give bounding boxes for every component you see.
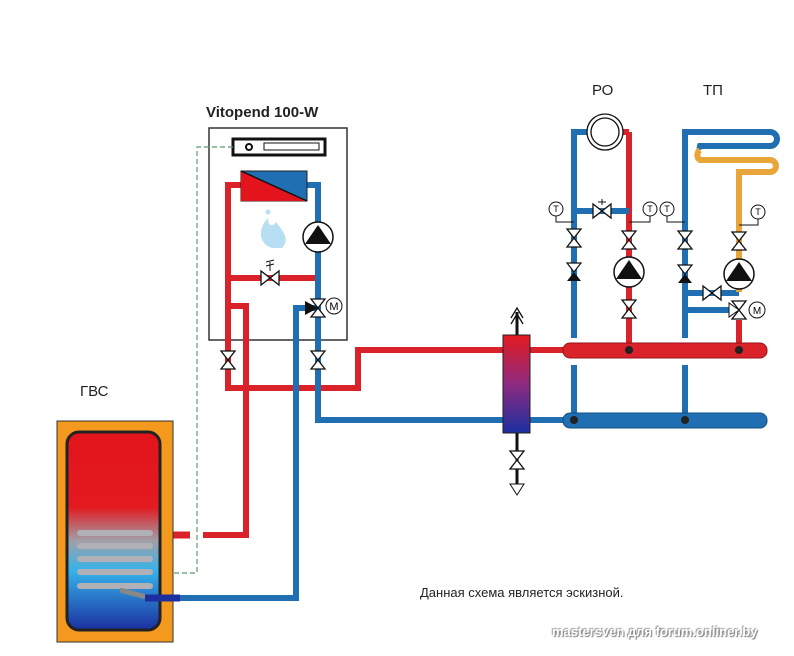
sketch-note: Данная схема является эскизной. xyxy=(420,585,624,600)
svg-text:T: T xyxy=(647,204,653,214)
balancing-valve-icon xyxy=(702,285,722,301)
drain-valve-icon xyxy=(509,450,525,470)
shutoff-valve-icon xyxy=(220,350,236,370)
air-vent-icon xyxy=(510,306,524,325)
supply-manifold xyxy=(562,342,768,359)
floor-heating-loop xyxy=(694,147,779,292)
svg-text:T: T xyxy=(755,207,761,217)
shutoff-valve-icon xyxy=(566,228,582,248)
motor-label: M xyxy=(329,301,338,313)
radiator-pump-icon xyxy=(613,256,645,288)
return-manifold xyxy=(562,412,768,429)
hydraulic-separator xyxy=(502,334,531,434)
flame-icon xyxy=(260,209,286,248)
shutoff-valve-icon xyxy=(677,230,693,250)
floor-circuit-label: ТП xyxy=(703,82,723,99)
floor-return-pipe xyxy=(682,129,780,338)
motor-label: M xyxy=(753,306,761,317)
radiator-icon xyxy=(586,113,624,151)
radiator-bypass-valve-icon xyxy=(592,203,612,219)
floor-mixing-valve-icon xyxy=(728,300,766,320)
shutoff-valve-icon xyxy=(731,231,747,251)
boiler-title: Vitopend 100-W xyxy=(206,104,319,121)
shutoff-valve-icon xyxy=(621,299,637,319)
boiler-pump-icon xyxy=(302,221,334,253)
floor-pump-icon xyxy=(723,258,755,290)
svg-text:T: T xyxy=(553,204,559,214)
control-signal-line xyxy=(158,146,233,574)
thermometer-icon: T xyxy=(548,201,574,223)
check-valve-icon xyxy=(566,262,582,282)
boiler-three-way-valve-icon xyxy=(305,297,343,318)
dhw-tank xyxy=(56,420,180,643)
radiator-circuit-label: РО xyxy=(592,82,614,99)
svg-text:T: T xyxy=(664,204,670,214)
dhw-tank-label: ГВС xyxy=(80,383,109,400)
shutoff-valve-icon xyxy=(621,230,637,250)
thermometer-icon: T xyxy=(629,201,658,223)
watermark: mastersven для forum.onliner.by xyxy=(552,624,758,639)
check-valve-icon xyxy=(677,264,693,284)
thermometer-icon: T xyxy=(659,201,685,223)
heat-exchanger xyxy=(240,170,308,202)
shutoff-valve-icon xyxy=(310,350,326,370)
thermometer-icon: T xyxy=(739,204,766,226)
drain-arrow-icon xyxy=(509,483,525,496)
